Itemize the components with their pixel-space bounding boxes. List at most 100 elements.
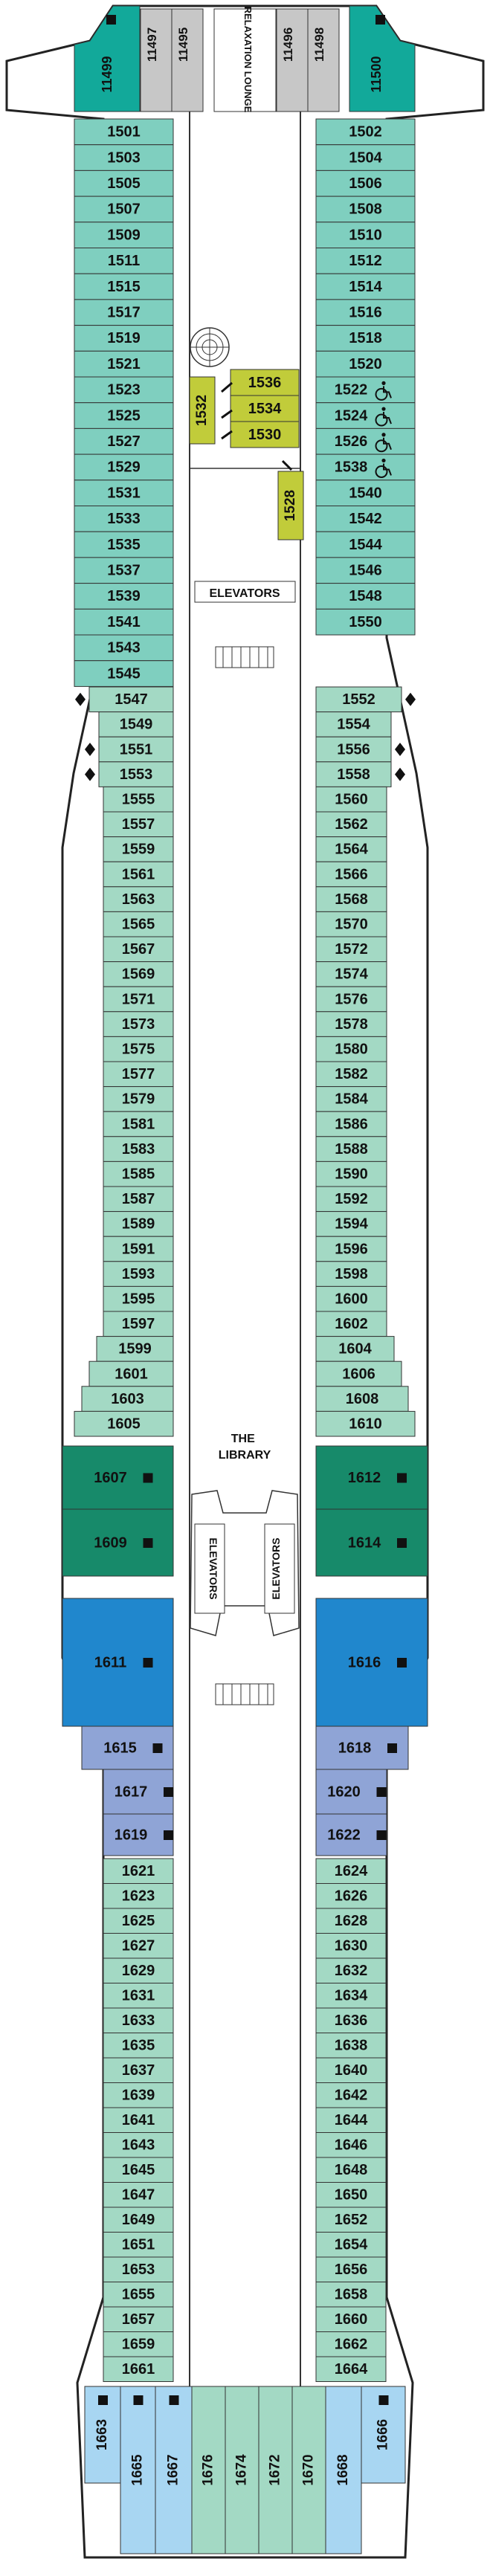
cabin-1525[interactable]: 1525 xyxy=(74,402,174,429)
cabin-1616[interactable]: 1616 xyxy=(315,1598,428,1727)
cabin-1530[interactable]: 1530 xyxy=(230,421,300,448)
cabin-1617[interactable]: 1617 xyxy=(103,1769,174,1815)
cabin-1602[interactable]: 1602 xyxy=(315,1311,387,1337)
cabin-1598[interactable]: 1598 xyxy=(315,1261,387,1287)
cabin-11497[interactable]: 11497 xyxy=(140,8,173,112)
cabin-1573[interactable]: 1573 xyxy=(103,1011,174,1037)
cabin-1627[interactable]: 1627 xyxy=(103,1933,174,1959)
cabin-1580[interactable]: 1580 xyxy=(315,1036,387,1062)
cabin-1561[interactable]: 1561 xyxy=(103,861,174,888)
cabin-1584[interactable]: 1584 xyxy=(315,1086,387,1112)
cabin-1562[interactable]: 1562 xyxy=(315,811,387,838)
cabin-1608[interactable]: 1608 xyxy=(315,1386,409,1412)
cabin-1543[interactable]: 1543 xyxy=(74,634,174,662)
cabin-1611[interactable]: 1611 xyxy=(62,1598,174,1727)
cabin-1637[interactable]: 1637 xyxy=(103,2057,174,2083)
cabin-1564[interactable]: 1564 xyxy=(315,836,387,862)
cabin-1533[interactable]: 1533 xyxy=(74,506,174,532)
cabin-1528[interactable]: 1528 xyxy=(277,471,304,540)
cabin-1574[interactable]: 1574 xyxy=(315,961,387,987)
cabin-1606[interactable]: 1606 xyxy=(315,1360,402,1387)
cabin-1589[interactable]: 1589 xyxy=(103,1211,174,1237)
cabin-1648[interactable]: 1648 xyxy=(315,2157,387,2183)
cabin-1526[interactable]: 1526 xyxy=(315,427,416,455)
cabin-1655[interactable]: 1655 xyxy=(103,2282,174,2308)
cabin-1516[interactable]: 1516 xyxy=(315,299,416,326)
cabin-1639[interactable]: 1639 xyxy=(103,2082,174,2108)
cabin-1622[interactable]: 1622 xyxy=(315,1813,387,1856)
cabin-1504[interactable]: 1504 xyxy=(315,144,416,171)
cabin-1663[interactable]: 1663 xyxy=(84,2386,121,2484)
cabin-1610[interactable]: 1610 xyxy=(315,1410,416,1437)
cabin-1658[interactable]: 1658 xyxy=(315,2282,387,2308)
cabin-1636[interactable]: 1636 xyxy=(315,2007,387,2033)
cabin-1538[interactable]: 1538 xyxy=(315,453,416,481)
cabin-1597[interactable]: 1597 xyxy=(103,1311,174,1337)
cabin-1674[interactable]: 1674 xyxy=(225,2386,259,2554)
cabin-1600[interactable]: 1600 xyxy=(315,1285,387,1312)
cabin-1508[interactable]: 1508 xyxy=(315,196,416,223)
cabin-1527[interactable]: 1527 xyxy=(74,427,174,455)
cabin-1510[interactable]: 1510 xyxy=(315,222,416,248)
cabin-1569[interactable]: 1569 xyxy=(103,961,174,987)
cabin-1659[interactable]: 1659 xyxy=(103,2331,174,2357)
cabin-1579[interactable]: 1579 xyxy=(103,1086,174,1112)
cabin-1605[interactable]: 1605 xyxy=(74,1410,174,1437)
cabin-1621[interactable]: 1621 xyxy=(103,1858,174,1884)
cabin-1652[interactable]: 1652 xyxy=(315,2207,387,2233)
cabin-1558[interactable]: 1558 xyxy=(315,761,392,787)
cabin-1529[interactable]: 1529 xyxy=(74,453,174,481)
cabin-1560[interactable]: 1560 xyxy=(315,786,387,813)
cabin-1535[interactable]: 1535 xyxy=(74,531,174,558)
cabin-1540[interactable]: 1540 xyxy=(315,480,416,506)
cabin-1511[interactable]: 1511 xyxy=(74,248,174,274)
cabin-1672[interactable]: 1672 xyxy=(258,2386,293,2554)
cabin-1595[interactable]: 1595 xyxy=(103,1285,174,1312)
cabin-1612[interactable]: 1612 xyxy=(315,1445,428,1510)
cabin-1566[interactable]: 1566 xyxy=(315,861,387,888)
cabin-1635[interactable]: 1635 xyxy=(103,2033,174,2059)
cabin-1520[interactable]: 1520 xyxy=(315,350,416,378)
cabin-1559[interactable]: 1559 xyxy=(103,836,174,862)
cabin-1625[interactable]: 1625 xyxy=(103,1908,174,1934)
cabin-1634[interactable]: 1634 xyxy=(315,1983,387,2009)
cabin-1552[interactable]: 1552 xyxy=(315,686,402,713)
cabin-1546[interactable]: 1546 xyxy=(315,557,416,584)
cabin-1599[interactable]: 1599 xyxy=(96,1336,174,1362)
cabin-1587[interactable]: 1587 xyxy=(103,1186,174,1213)
cabin-1588[interactable]: 1588 xyxy=(315,1136,387,1162)
cabin-1550[interactable]: 1550 xyxy=(315,608,416,636)
cabin-11496[interactable]: 11496 xyxy=(276,8,309,112)
cabin-1649[interactable]: 1649 xyxy=(103,2207,174,2233)
cabin-1624[interactable]: 1624 xyxy=(315,1858,387,1884)
cabin-1572[interactable]: 1572 xyxy=(315,936,387,963)
cabin-1638[interactable]: 1638 xyxy=(315,2033,387,2059)
cabin-1557[interactable]: 1557 xyxy=(103,811,174,838)
cabin-1633[interactable]: 1633 xyxy=(103,2007,174,2033)
cabin-1660[interactable]: 1660 xyxy=(315,2306,387,2332)
cabin-1576[interactable]: 1576 xyxy=(315,986,387,1013)
cabin-1522[interactable]: 1522 xyxy=(315,376,416,404)
cabin-1650[interactable]: 1650 xyxy=(315,2182,387,2208)
cabin-1591[interactable]: 1591 xyxy=(103,1236,174,1262)
cabin-1614[interactable]: 1614 xyxy=(315,1508,428,1577)
cabin-11495[interactable]: 11495 xyxy=(171,8,204,112)
cabin-1505[interactable]: 1505 xyxy=(74,170,174,197)
cabin-1590[interactable]: 1590 xyxy=(315,1161,387,1187)
cabin-1506[interactable]: 1506 xyxy=(315,170,416,197)
cabin-1661[interactable]: 1661 xyxy=(103,2356,174,2382)
cabin-1609[interactable]: 1609 xyxy=(62,1508,174,1577)
cabin-1524[interactable]: 1524 xyxy=(315,402,416,429)
cabin-1615[interactable]: 1615 xyxy=(81,1726,174,1770)
cabin-1654[interactable]: 1654 xyxy=(315,2232,387,2258)
cabin-1592[interactable]: 1592 xyxy=(315,1186,387,1213)
cabin-1628[interactable]: 1628 xyxy=(315,1908,387,1934)
cabin-1549[interactable]: 1549 xyxy=(98,711,174,737)
cabin-1656[interactable]: 1656 xyxy=(315,2256,387,2282)
cabin-1640[interactable]: 1640 xyxy=(315,2057,387,2083)
cabin-1512[interactable]: 1512 xyxy=(315,248,416,274)
cabin-1667[interactable]: 1667 xyxy=(155,2386,193,2554)
cabin-1578[interactable]: 1578 xyxy=(315,1011,387,1037)
cabin-1583[interactable]: 1583 xyxy=(103,1136,174,1162)
cabin-1542[interactable]: 1542 xyxy=(315,506,416,532)
